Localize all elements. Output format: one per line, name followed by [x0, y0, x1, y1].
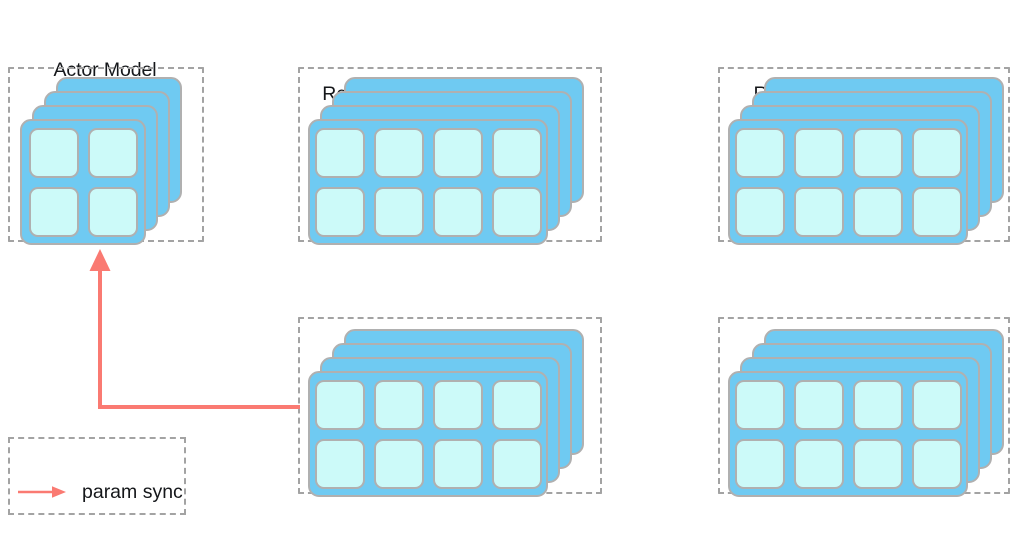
card-chip — [491, 379, 542, 430]
card-chip — [432, 438, 483, 489]
card-chip — [734, 379, 785, 430]
legend-box — [8, 437, 186, 515]
card-chip — [491, 127, 542, 178]
card-chip — [911, 438, 962, 489]
legend-row-param-sync: param sync — [16, 481, 183, 503]
card-chip — [491, 438, 542, 489]
card-chip — [28, 127, 79, 178]
card-stack-actor-deepspeed — [300, 319, 600, 497]
card-chip — [314, 186, 365, 237]
card-chip — [491, 186, 542, 237]
card-chip — [852, 186, 903, 237]
group-box-critic-model[interactable] — [718, 317, 1010, 497]
card-chip — [793, 379, 844, 430]
card-chip — [87, 127, 138, 178]
card-chip — [852, 438, 903, 489]
card-chip — [734, 438, 785, 489]
card-chip — [432, 186, 483, 237]
card-chip — [911, 379, 962, 430]
card-stack-critic-model — [720, 319, 1008, 497]
group-box-reference-model[interactable] — [298, 67, 602, 245]
card-chip — [911, 186, 962, 237]
group-box-reward-model[interactable] — [718, 67, 1010, 245]
legend-label-param-sync: param sync — [82, 481, 183, 503]
card-chip — [314, 438, 365, 489]
card-chip — [852, 127, 903, 178]
card-chip — [852, 379, 903, 430]
card-chip — [314, 127, 365, 178]
card-layer-1 — [308, 371, 548, 497]
group-title-actor-deepspeed: Actor Model (deepspeed) — [288, 502, 612, 546]
group-box-actor-deepspeed[interactable] — [298, 317, 602, 497]
card-chip — [314, 379, 365, 430]
card-chip — [793, 438, 844, 489]
card-chip — [373, 379, 424, 430]
card-layer-1 — [308, 119, 548, 245]
group-title-critic-model: Critic Model (deepspeed) — [708, 502, 1032, 546]
card-chip — [793, 127, 844, 178]
card-chip — [28, 186, 79, 237]
card-stack-reward-model — [720, 69, 1008, 245]
card-chip — [793, 186, 844, 237]
card-chip — [734, 186, 785, 237]
card-stack-reference-model — [300, 69, 600, 245]
card-layer-1 — [728, 371, 968, 497]
param-sync-arrow-icon — [89, 249, 300, 409]
card-chip — [432, 127, 483, 178]
group-box-actor-vllm[interactable] — [8, 67, 204, 245]
card-chip — [373, 127, 424, 178]
card-chip — [432, 379, 483, 430]
legend-arrow-icon — [18, 486, 66, 498]
card-chip — [373, 186, 424, 237]
card-chip — [373, 438, 424, 489]
card-layer-1 — [728, 119, 968, 245]
group-title-line-1: Actor Model — [53, 59, 157, 81]
card-chip — [734, 127, 785, 178]
card-layer-1 — [20, 119, 146, 245]
card-chip — [87, 186, 138, 237]
card-stack-actor-vllm — [10, 69, 202, 245]
card-chip — [911, 127, 962, 178]
